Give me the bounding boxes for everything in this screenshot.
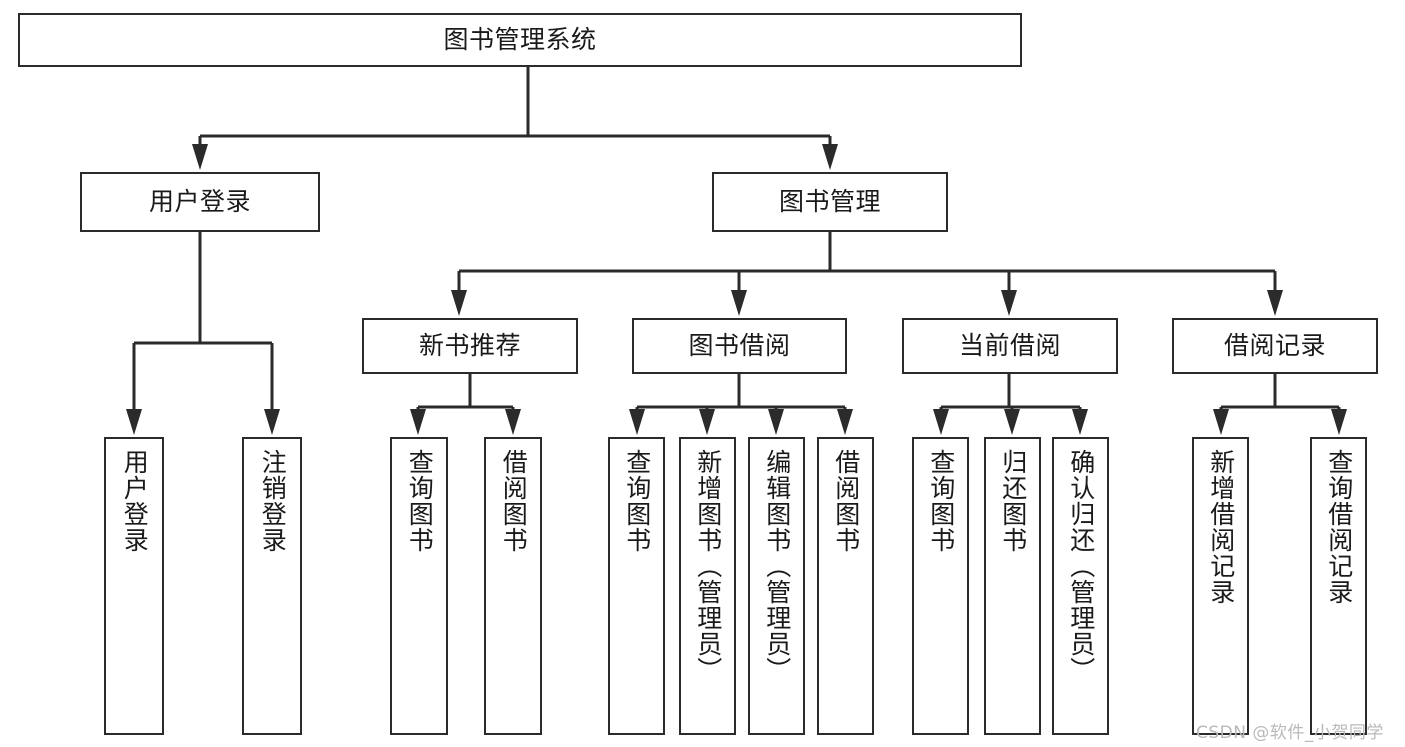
node-label: 查询借阅记录 [1324, 449, 1354, 605]
node-borrow-record[interactable]: 借阅记录 [1172, 318, 1378, 374]
node-root[interactable]: 图书管理系统 [18, 13, 1022, 67]
node-label: 新书推荐 [418, 331, 521, 361]
node-leaf-add-record[interactable]: 新增借阅记录 [1192, 437, 1249, 735]
node-user-login[interactable]: 用户登录 [80, 172, 320, 232]
node-label: 借阅记录 [1223, 331, 1326, 361]
node-label: 借阅图书 [831, 449, 861, 553]
node-label: 当前借阅 [958, 331, 1061, 361]
node-leaf-user-login[interactable]: 用户登录 [104, 437, 164, 735]
node-leaf-query-book-3[interactable]: 查询图书 [912, 437, 969, 735]
node-leaf-query-record[interactable]: 查询借阅记录 [1310, 437, 1367, 735]
node-leaf-borrow-book-2[interactable]: 借阅图书 [817, 437, 874, 735]
node-label: 注销登录 [258, 449, 288, 553]
node-new-book-recommend[interactable]: 新书推荐 [362, 318, 578, 374]
node-leaf-logout-login[interactable]: 注销登录 [242, 437, 302, 735]
node-book-borrow[interactable]: 图书借阅 [632, 318, 847, 374]
node-label: 图书管理系统 [443, 25, 597, 55]
watermark-text: CSDN @软件_小贺同学 [1196, 723, 1384, 743]
node-label: 归还图书 [998, 449, 1028, 553]
node-label: 用户登录 [148, 187, 251, 217]
node-label: 用户登录 [120, 449, 150, 553]
node-label: 查询图书 [622, 449, 652, 553]
node-label: 查询图书 [926, 449, 956, 553]
node-leaf-borrow-book-1[interactable]: 借阅图书 [484, 437, 542, 735]
node-label: 编辑图书（管理员） [762, 449, 792, 683]
node-leaf-confirm-return[interactable]: 确认归还（管理员） [1052, 437, 1109, 735]
node-label: 图书管理 [778, 187, 881, 217]
node-leaf-query-book-2[interactable]: 查询图书 [608, 437, 665, 735]
node-label: 图书借阅 [688, 331, 791, 361]
node-leaf-query-book-1[interactable]: 查询图书 [390, 437, 448, 735]
node-label: 新增图书（管理员） [693, 449, 723, 683]
node-leaf-return-book[interactable]: 归还图书 [984, 437, 1041, 735]
node-label: 确认归还（管理员） [1066, 449, 1096, 683]
node-label: 新增借阅记录 [1206, 449, 1236, 605]
node-book-manage[interactable]: 图书管理 [712, 172, 948, 232]
node-leaf-add-book[interactable]: 新增图书（管理员） [679, 437, 736, 735]
node-label: 借阅图书 [499, 449, 529, 553]
node-leaf-edit-book[interactable]: 编辑图书（管理员） [748, 437, 805, 735]
node-label: 查询图书 [405, 449, 435, 553]
node-current-borrow[interactable]: 当前借阅 [902, 318, 1118, 374]
